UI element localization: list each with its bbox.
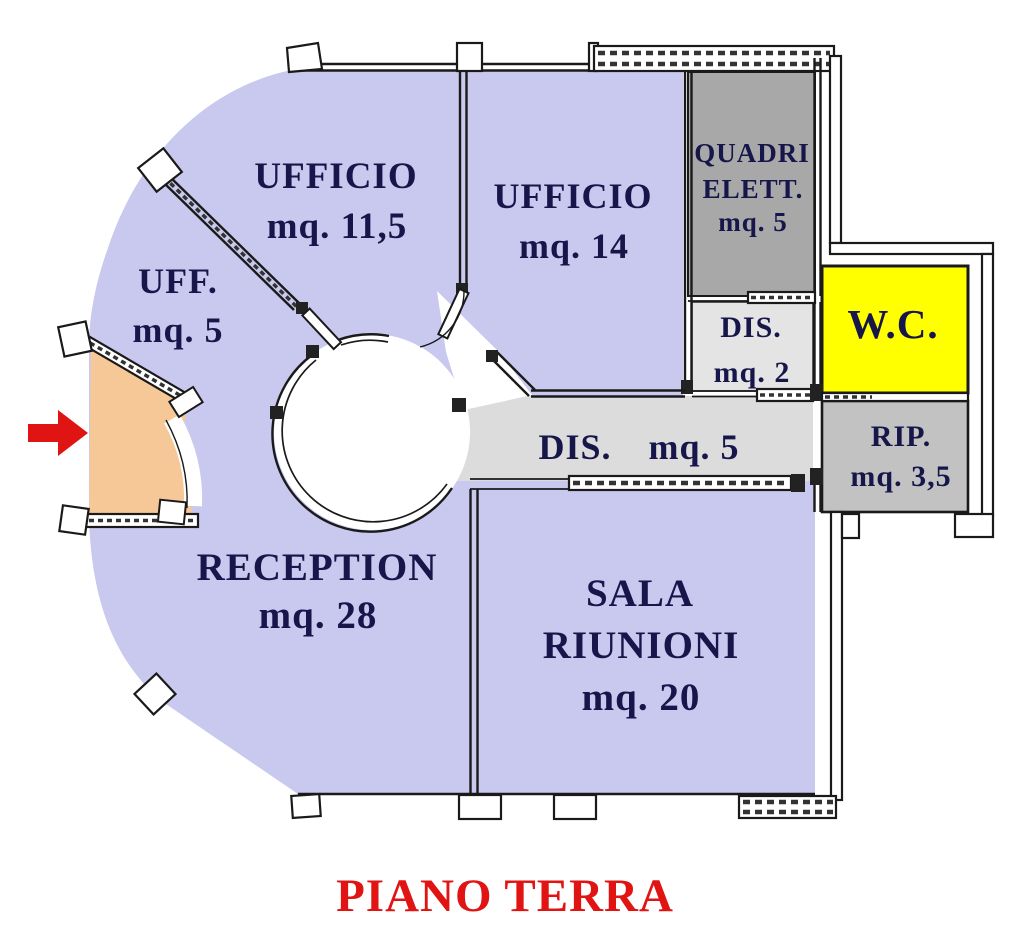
window-marker	[552, 793, 598, 821]
room-name: QUADRI	[694, 138, 810, 168]
label-dis-5: DIS. mq. 5	[538, 427, 739, 467]
window-marker	[56, 320, 94, 358]
label-reception: RECEPTION mq. 28	[197, 546, 438, 637]
room-name: RIP.	[871, 420, 931, 453]
room-area: mq. 20	[582, 676, 701, 719]
floor-areas	[89, 70, 970, 794]
entrance-arrow-icon	[28, 410, 88, 456]
window-marker	[58, 504, 90, 536]
window-marker	[457, 793, 503, 821]
right-exterior-wall-bottom	[829, 510, 844, 802]
room-name: RIUNIONI	[543, 624, 740, 667]
room-area: mq. 11,5	[267, 206, 408, 247]
room-name: DIS.	[538, 427, 611, 467]
label-sala-riunioni: SALA RIUNIONI mq. 20	[543, 572, 740, 719]
room-labels: UFFICIO mq. 11,5 UFF. mq. 5 UFFICIO mq. …	[132, 138, 951, 719]
floor-title: PIANO TERRA	[336, 870, 674, 922]
window-marker	[136, 146, 184, 194]
room-area: mq. 5	[648, 427, 739, 467]
room-name: DIS.	[720, 311, 782, 344]
right-exterior-wall-top	[828, 54, 843, 245]
room-area: mq. 14	[519, 226, 629, 266]
label-dis-2: DIS. mq. 2	[714, 311, 791, 389]
label-rip: RIP. mq. 3,5	[850, 420, 951, 493]
room-rip	[820, 399, 970, 514]
room-name: ELETT.	[703, 174, 804, 204]
label-uff-5: UFF. mq. 5	[132, 261, 223, 350]
room-area: mq. 2	[714, 356, 791, 389]
room-area: mq. 3,5	[850, 460, 951, 493]
room-name: UFF.	[138, 261, 218, 301]
label-quadri-elett: QUADRI ELETT. mq. 5	[694, 138, 810, 237]
label-wc: W.C.	[847, 301, 938, 347]
room-area: mq. 5	[718, 207, 788, 237]
room-name: SALA	[586, 572, 694, 615]
room-name: UFFICIO	[494, 176, 653, 216]
window-marker	[132, 671, 178, 717]
room-name: W.C.	[847, 301, 938, 347]
entrance-area	[89, 341, 193, 514]
window-marker	[455, 41, 484, 73]
room-area: mq. 28	[259, 594, 378, 637]
landing-area	[437, 291, 532, 410]
room-area: mq. 5	[132, 310, 223, 350]
window-marker	[290, 792, 322, 820]
label-ufficio-11-5: UFFICIO mq. 11,5	[254, 156, 417, 247]
window-markers	[56, 41, 598, 821]
walls	[83, 41, 995, 820]
right-exterior-wall	[980, 252, 995, 518]
central-core	[274, 334, 470, 530]
room-name: UFFICIO	[254, 156, 417, 197]
window-marker	[285, 41, 324, 74]
room-name: RECEPTION	[197, 546, 438, 589]
label-ufficio-14: UFFICIO mq. 14	[494, 176, 653, 266]
top-exterior-wall	[592, 44, 836, 73]
